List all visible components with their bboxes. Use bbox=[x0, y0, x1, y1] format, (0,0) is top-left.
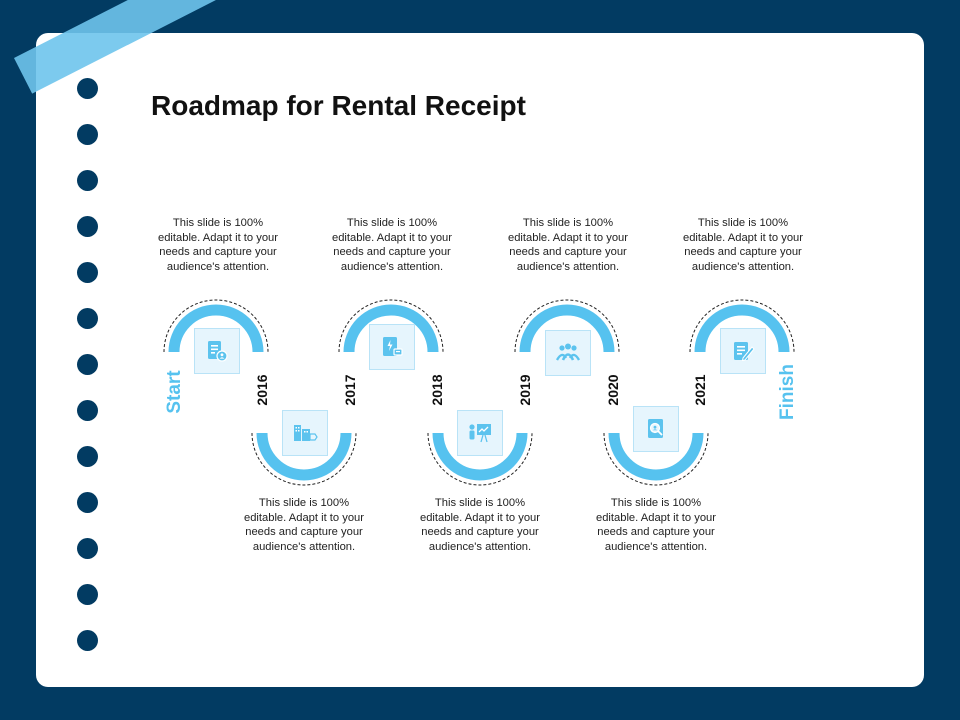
arc-dashed-outline bbox=[514, 299, 620, 353]
milestone-description: This slide is 100% editable. Adapt it to… bbox=[682, 217, 804, 273]
arc-segment bbox=[256, 432, 352, 481]
arc-dashed-outline bbox=[251, 432, 357, 486]
milestone-description: This slide is 100% editable. Adapt it to… bbox=[507, 217, 629, 273]
arc-dashed-outline bbox=[427, 432, 533, 486]
arc-dashed-outline bbox=[603, 432, 709, 486]
search-document-icon bbox=[633, 406, 679, 452]
binder-hole bbox=[77, 354, 98, 375]
milestone-description: This slide is 100% editable. Adapt it to… bbox=[419, 497, 541, 553]
binder-hole bbox=[77, 630, 98, 651]
year-label: 2020 bbox=[605, 374, 621, 406]
building-tag-icon bbox=[282, 410, 328, 456]
milestone-description: This slide is 100% editable. Adapt it to… bbox=[157, 217, 279, 273]
year-label: 2016 bbox=[254, 374, 270, 406]
milestone-description: This slide is 100% editable. Adapt it to… bbox=[243, 497, 365, 553]
year-label: 2017 bbox=[342, 374, 358, 406]
arc-dashed-outline bbox=[163, 299, 269, 353]
binder-hole bbox=[77, 308, 98, 329]
binder-hole bbox=[77, 492, 98, 513]
binder-hole bbox=[77, 170, 98, 191]
arc-dashed-outline bbox=[338, 299, 444, 353]
arc-segment bbox=[694, 304, 790, 353]
binder-hole bbox=[77, 124, 98, 145]
arc-dashed-outline bbox=[689, 299, 795, 353]
start-label: Start bbox=[164, 370, 185, 414]
binder-hole bbox=[77, 216, 98, 237]
binder-hole bbox=[77, 78, 98, 99]
binder-hole bbox=[77, 446, 98, 467]
arc-segment bbox=[519, 304, 615, 353]
arc-segment bbox=[168, 304, 264, 353]
signed-contract-icon bbox=[720, 328, 766, 374]
page-title: Roadmap for Rental Receipt bbox=[151, 90, 526, 121]
year-label: 2021 bbox=[692, 374, 708, 406]
team-group-icon bbox=[545, 330, 591, 376]
binder-hole bbox=[77, 584, 98, 605]
binder-hole bbox=[77, 262, 98, 283]
year-label: 2019 bbox=[517, 374, 533, 406]
document-user-icon bbox=[194, 328, 240, 374]
binder-hole bbox=[77, 400, 98, 421]
slide-card bbox=[36, 33, 924, 687]
power-document-icon bbox=[369, 324, 415, 370]
presentation-board-icon bbox=[457, 410, 503, 456]
finish-label: Finish bbox=[777, 364, 798, 420]
binder-hole bbox=[77, 538, 98, 559]
milestone-description: This slide is 100% editable. Adapt it to… bbox=[595, 497, 717, 553]
arc-segment bbox=[343, 304, 439, 353]
milestone-description: This slide is 100% editable. Adapt it to… bbox=[331, 217, 453, 273]
year-label: 2018 bbox=[429, 374, 445, 406]
arc-segment bbox=[432, 432, 528, 481]
arc-segment bbox=[608, 432, 704, 481]
